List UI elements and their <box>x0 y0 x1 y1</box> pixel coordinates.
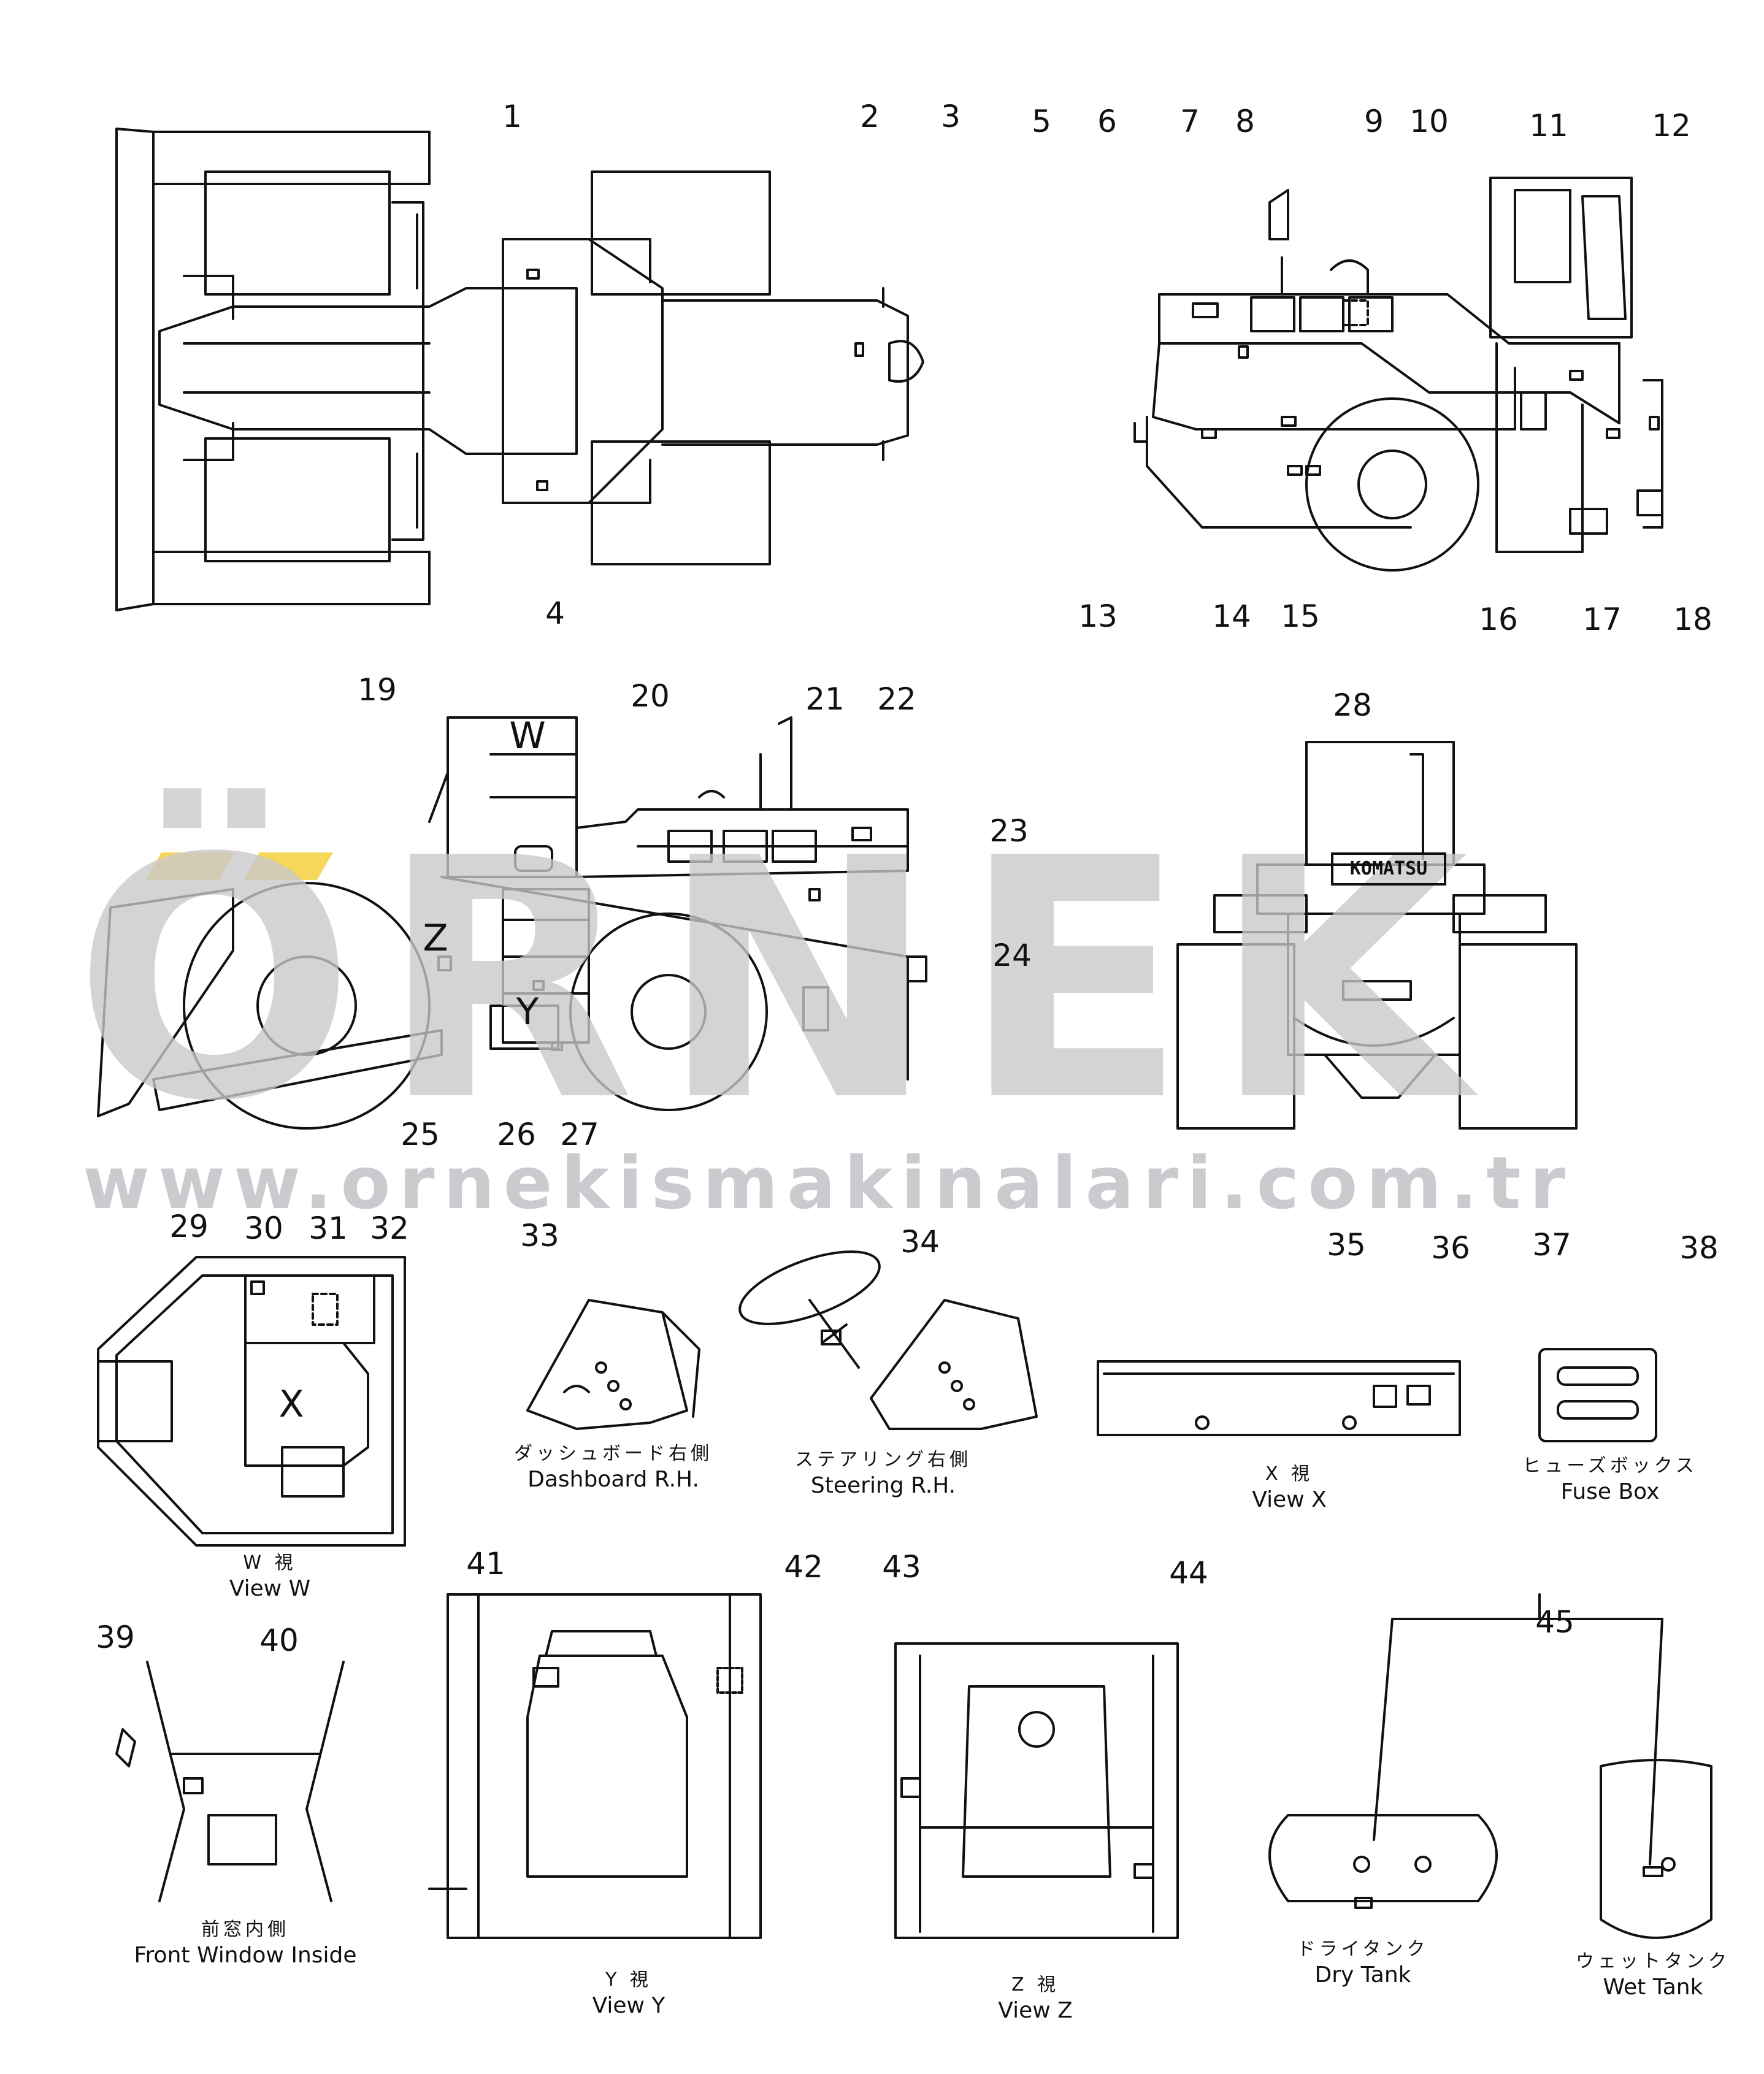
caption-fuse-box-jp: ヒューズボックス <box>1522 1455 1698 1477</box>
callout-5: 5 <box>1032 104 1051 139</box>
caption-steering-rh-jp: ステアリング右側 <box>795 1449 972 1471</box>
fuse-box-drawing <box>1538 1348 1657 1442</box>
view-y-drawing <box>428 1593 762 1939</box>
caption-view-z: Z 視 View Z <box>998 1973 1073 2024</box>
callout-37: 37 <box>1532 1227 1571 1263</box>
top-view-drawing <box>115 128 924 611</box>
callout-26: 26 <box>497 1117 536 1152</box>
caption-front-window-inside-jp: 前窓内側 <box>201 1919 290 1940</box>
caption-view-w: W 視 View W <box>229 1552 310 1602</box>
view-z-drawing <box>894 1642 1179 1939</box>
caption-view-y-en: View Y <box>592 1992 665 2018</box>
caption-front-window-inside-en: Front Window Inside <box>134 1942 357 1968</box>
callout-8: 8 <box>1235 104 1255 139</box>
watermark-url: www.ornekismakinalari.com.tr <box>83 1141 1574 1225</box>
callout-29: 29 <box>169 1209 209 1244</box>
tanks-drawing <box>1268 1593 1712 1939</box>
caption-dashboard-rh-en: Dashboard R.H. <box>527 1466 699 1492</box>
caption-view-w-en: View W <box>229 1575 311 1601</box>
side-view-right-drawing <box>1133 177 1663 572</box>
caption-view-z-jp: Z 視 <box>1011 1974 1060 1996</box>
callout-7: 7 <box>1180 104 1200 139</box>
callout-38: 38 <box>1679 1230 1719 1266</box>
caption-view-x-jp: X 視 <box>1265 1463 1314 1485</box>
caption-view-z-en: View Z <box>998 1997 1073 2023</box>
view-letter-w: W <box>509 714 546 757</box>
caption-wet-tank-jp: ウェットタンク <box>1576 1951 1730 1972</box>
callout-1: 1 <box>502 99 522 134</box>
caption-dry-tank-en: Dry Tank <box>1314 1962 1411 1988</box>
callout-42: 42 <box>784 1549 823 1585</box>
front-window-drawing <box>115 1661 345 1902</box>
callout-11: 11 <box>1529 108 1568 143</box>
caption-view-y-jp: Y 視 <box>605 1969 652 1991</box>
callout-21: 21 <box>805 681 845 717</box>
side-view-left-drawing <box>97 716 927 1130</box>
callout-40: 40 <box>259 1623 299 1658</box>
caption-dashboard-rh: ダッシュボード右側 Dashboard R.H. <box>514 1442 713 1493</box>
caption-fuse-box: ヒューズボックス Fuse Box <box>1522 1455 1698 1506</box>
callout-43: 43 <box>882 1549 921 1585</box>
callout-12: 12 <box>1652 108 1691 143</box>
callout-32: 32 <box>370 1211 409 1246</box>
callout-3: 3 <box>941 99 961 134</box>
dashboard-rh-drawing <box>526 1299 700 1430</box>
caption-view-x-en: View X <box>1252 1487 1327 1512</box>
callout-15: 15 <box>1281 599 1320 634</box>
callout-30: 30 <box>244 1211 283 1246</box>
caption-fuse-box-en: Fuse Box <box>1560 1479 1660 1504</box>
caption-front-window-inside: 前窓内側 Front Window Inside <box>134 1918 356 1969</box>
view-letter-x: X <box>278 1383 304 1426</box>
callout-9: 9 <box>1364 104 1384 139</box>
caption-view-y: Y 視 View Y <box>592 1969 665 2019</box>
caption-wet-tank-en: Wet Tank <box>1603 1974 1703 2000</box>
callout-20: 20 <box>631 678 670 714</box>
callout-44: 44 <box>1169 1555 1208 1591</box>
caption-view-x: X 視 View X <box>1252 1463 1327 1513</box>
callout-2: 2 <box>860 99 880 134</box>
callout-41: 41 <box>466 1546 505 1582</box>
caption-dry-tank: ドライタンク Dry Tank <box>1297 1938 1429 1989</box>
callout-36: 36 <box>1431 1230 1470 1266</box>
callout-17: 17 <box>1582 602 1622 637</box>
view-w-drawing <box>97 1256 406 1547</box>
callout-19: 19 <box>358 672 397 708</box>
callout-13: 13 <box>1078 599 1118 634</box>
caption-view-w-jp: W 視 <box>243 1552 297 1574</box>
callout-16: 16 <box>1479 602 1518 637</box>
callout-39: 39 <box>96 1620 135 1655</box>
view-letter-y: Y <box>516 990 539 1033</box>
callout-6: 6 <box>1097 104 1117 139</box>
callout-18: 18 <box>1673 602 1712 637</box>
callout-35: 35 <box>1327 1227 1366 1263</box>
view-x-drawing <box>1097 1360 1461 1436</box>
callout-28: 28 <box>1333 687 1372 723</box>
callout-34: 34 <box>900 1224 940 1260</box>
callout-27: 27 <box>560 1117 599 1152</box>
callout-45: 45 <box>1535 1604 1574 1640</box>
view-letter-z: Z <box>423 917 448 960</box>
callout-24: 24 <box>992 938 1032 973</box>
caption-dashboard-rh-jp: ダッシュボード右側 <box>514 1443 713 1464</box>
callout-14: 14 <box>1212 599 1251 634</box>
callout-25: 25 <box>401 1117 440 1152</box>
callout-23: 23 <box>989 813 1029 849</box>
callout-31: 31 <box>309 1211 348 1246</box>
caption-wet-tank: ウェットタンク Wet Tank <box>1576 1950 1730 2001</box>
steering-rh-drawing <box>738 1250 1038 1430</box>
caption-dry-tank-jp: ドライタンク <box>1297 1938 1429 1960</box>
caption-steering-rh-en: Steering R.H. <box>810 1472 956 1498</box>
callout-22: 22 <box>877 681 916 717</box>
rear-view-drawing <box>1176 741 1578 1130</box>
caption-steering-rh: ステアリング右側 Steering R.H. <box>795 1448 972 1499</box>
watermark-brand: ÖRNEK <box>74 789 1494 1174</box>
komatsu-logo-plate: KOMATSU <box>1331 852 1446 886</box>
callout-10: 10 <box>1409 104 1449 139</box>
callout-33: 33 <box>520 1218 559 1253</box>
callout-4: 4 <box>545 595 565 631</box>
